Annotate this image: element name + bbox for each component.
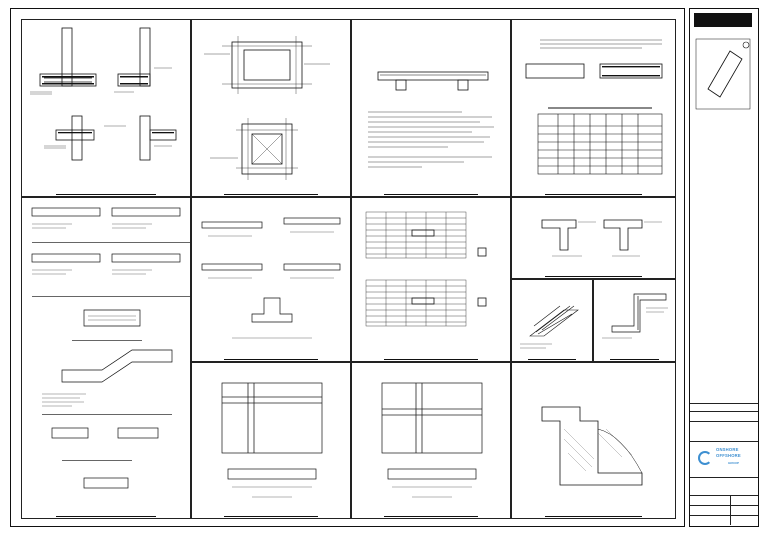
info-row-3 — [690, 515, 758, 516]
column-base-plan-drawing — [221, 382, 323, 498]
logo-word-1: ONSHORE — [716, 447, 739, 452]
blockwork-elevation-drawing — [365, 211, 487, 327]
detail-caption — [512, 515, 675, 517]
detail-d3 — [351, 19, 511, 197]
detail-caption — [512, 275, 675, 277]
detail-d13 — [511, 362, 676, 519]
detail-d8 — [511, 197, 676, 279]
detail-caption — [594, 358, 675, 360]
beam-schedule-drawing — [525, 39, 663, 175]
detail-d1 — [21, 19, 191, 197]
client-row — [690, 411, 758, 412]
slab-edge-sections-drawing — [31, 207, 190, 489]
detail-d10 — [593, 279, 676, 362]
key-plan-drawing — [695, 38, 751, 110]
detail-caption — [352, 358, 510, 360]
project-row — [690, 421, 758, 422]
slab-section-and-notes-drawing — [368, 71, 494, 168]
title-block: ONSHORE OFFSHORE GROUP — [689, 8, 759, 527]
logo-ring-icon — [698, 451, 712, 465]
info-row-2 — [690, 505, 758, 506]
detail-caption — [192, 358, 350, 360]
detail-d11 — [191, 362, 351, 519]
logo-word-3: GROUP — [728, 461, 740, 465]
lintel-sections-drawing — [541, 219, 662, 257]
column-beam-junction-drawing — [30, 27, 177, 161]
detail-d6 — [191, 197, 351, 362]
title-banner — [694, 13, 752, 27]
detail-caption — [22, 193, 190, 195]
foundation-section-drawing — [541, 406, 643, 486]
detail-caption — [352, 515, 510, 517]
detail-caption — [512, 193, 675, 195]
logo-word-2: OFFSHORE — [716, 453, 741, 458]
company-logo: ONSHORE OFFSHORE GROUP — [690, 443, 758, 475]
retaining-edge-drawing — [602, 293, 668, 339]
revision-row — [690, 403, 758, 404]
detail-d2 — [191, 19, 351, 197]
info-divider — [730, 495, 731, 525]
detail-caption — [192, 193, 350, 195]
drawing-title-row — [690, 477, 758, 478]
parapet-mesh-drawing — [520, 305, 579, 349]
column-base-plan-alt-drawing — [381, 382, 483, 498]
detail-caption — [352, 193, 510, 195]
info-row-1 — [690, 495, 758, 496]
detail-d5 — [21, 197, 191, 519]
drawing-sheet — [10, 8, 685, 527]
detail-d12 — [351, 362, 511, 519]
detail-d7 — [351, 197, 511, 362]
logo-row — [690, 441, 758, 442]
opening-trim-plan-drawing — [204, 36, 330, 180]
slab-step-details-drawing — [201, 217, 341, 339]
detail-d4 — [511, 19, 676, 197]
detail-caption — [192, 515, 350, 517]
detail-caption — [512, 358, 592, 360]
detail-d9 — [511, 279, 593, 362]
detail-caption — [22, 515, 190, 517]
